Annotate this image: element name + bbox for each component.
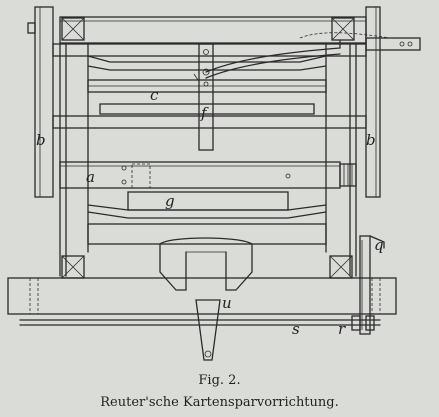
label-f: f	[200, 104, 209, 122]
card-holder-a	[59, 161, 357, 189]
label-c: c	[150, 86, 159, 104]
labels: b b c f a g q u s r	[36, 86, 384, 338]
label-b-left: b	[36, 131, 46, 149]
middle-rail	[52, 115, 367, 129]
lower-rail	[87, 223, 327, 291]
crank-rod-s	[19, 299, 381, 361]
label-q: q	[374, 236, 384, 254]
label-a: a	[86, 168, 95, 186]
label-r: r	[338, 320, 346, 338]
figure-title: Reuter'sche Kartensparvorrichtung.	[100, 395, 339, 410]
bottom-corners	[61, 255, 353, 279]
right-post-b	[365, 6, 381, 198]
label-g: g	[165, 192, 175, 210]
bar-c	[87, 79, 327, 115]
label-u: u	[222, 294, 232, 312]
upper-rod	[52, 32, 421, 57]
top-rail	[59, 16, 367, 44]
left-post-b	[27, 6, 54, 198]
carriage-g	[87, 191, 327, 219]
figure-number: Fig. 2.	[198, 373, 241, 388]
label-b-right: b	[366, 131, 376, 149]
shaped-bar	[87, 55, 327, 71]
bracket-q	[359, 235, 385, 335]
label-s: s	[292, 320, 300, 338]
lever-f	[193, 43, 341, 151]
base-beam	[7, 277, 397, 315]
frame-legs	[59, 42, 357, 277]
